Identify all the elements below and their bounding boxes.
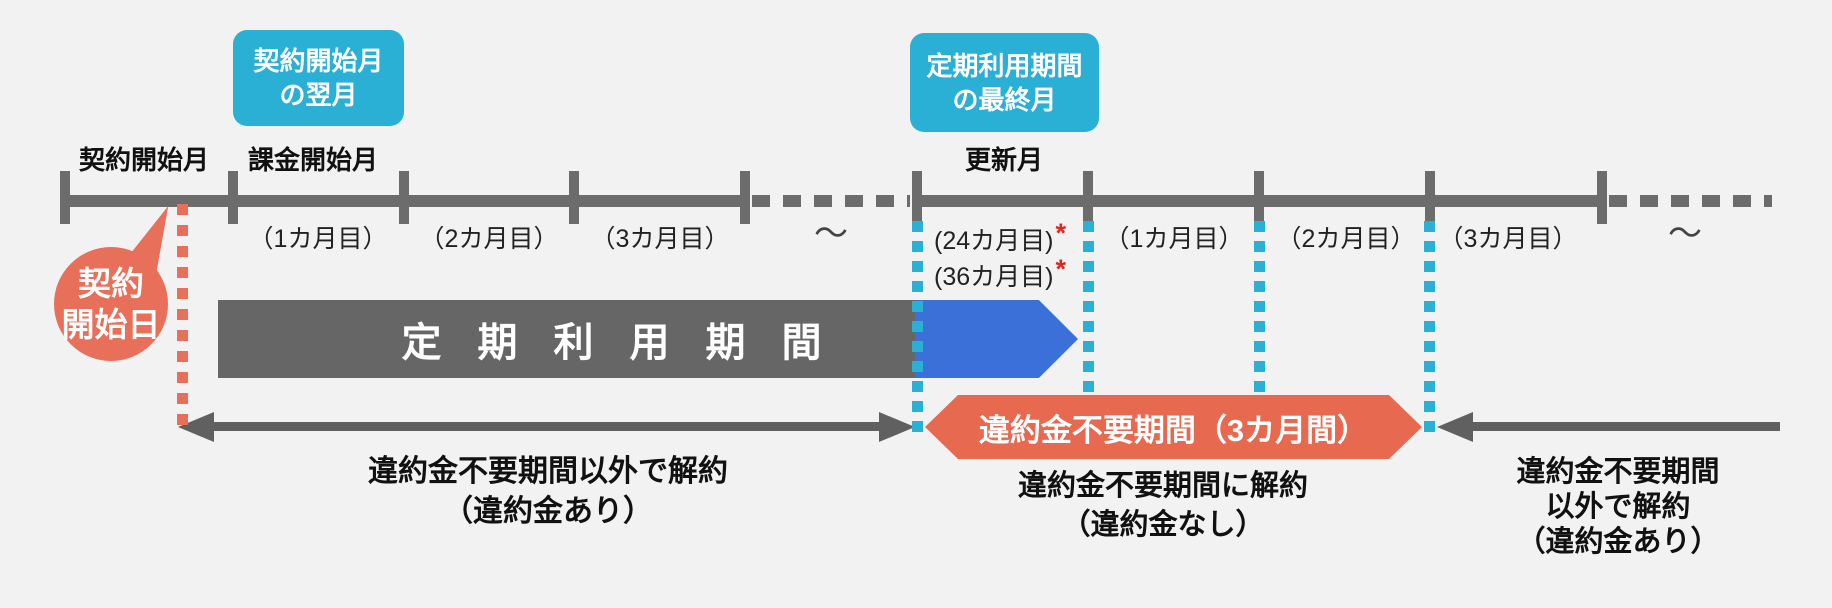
note-right-line3: （違約金あり） bbox=[1516, 526, 1720, 558]
timeline-tick bbox=[1597, 171, 1607, 224]
callout-billing-line1: 契約開始月 bbox=[253, 46, 384, 76]
bubble-line2: 開始日 bbox=[61, 306, 161, 343]
period-continuation-arrow bbox=[915, 300, 1078, 378]
month-label-1a: （1カ月目） bbox=[248, 225, 388, 253]
month-label-1b: （1カ月目） bbox=[1104, 225, 1244, 253]
callout-billing-start-month: 契約開始月 の翌月 bbox=[233, 30, 404, 126]
tilde-ellipsis-2: ～ bbox=[1668, 215, 1702, 253]
month-label-2b: （2カ月目） bbox=[1276, 225, 1416, 253]
note-right-line1: 違約金不要期間 bbox=[1516, 456, 1720, 488]
timeline-segment-dashed-2 bbox=[1609, 195, 1772, 207]
note-right-line2: 以外で解約 bbox=[1545, 491, 1691, 523]
timeline-tick bbox=[1254, 171, 1264, 224]
month-36-text: (36カ月目) bbox=[934, 263, 1054, 291]
timeline-tick bbox=[228, 171, 238, 224]
callout-final-line1: 定期利用期間 bbox=[926, 50, 1083, 81]
right-arrow-line bbox=[1467, 422, 1780, 431]
double-arrow-line bbox=[206, 422, 881, 431]
month-label-36: (36カ月目)* bbox=[934, 254, 1066, 293]
month-label-3a: （3カ月目） bbox=[590, 225, 730, 253]
label-billing-start-month: 課金開始月 bbox=[247, 145, 379, 175]
note-left-line2: （違約金あり） bbox=[443, 495, 653, 528]
note-cancel-outside-left: 違約金不要期間以外で解約 （違約金あり） bbox=[368, 452, 728, 532]
bubble-line1: 契約 bbox=[78, 265, 144, 302]
penalty-free-period-banner: 違約金不要期間（3カ月間） bbox=[925, 395, 1422, 459]
note-cancel-outside-right: 違約金不要期間 以外で解約 （違約金あり） bbox=[1516, 455, 1719, 560]
timeline-tick bbox=[1083, 171, 1093, 224]
note-middle-line2: （違約金なし） bbox=[1061, 509, 1265, 541]
callout-final-month: 定期利用期間 の最終月 bbox=[910, 33, 1099, 132]
timeline-tick bbox=[740, 171, 750, 224]
timeline-segment-dashed-1 bbox=[752, 195, 910, 207]
timeline-tick bbox=[912, 171, 922, 224]
timeline-tick bbox=[1425, 171, 1435, 224]
contract-start-date-bubble: 契約 開始日 bbox=[54, 247, 168, 361]
label-contract-start-month: 契約開始月 bbox=[78, 145, 210, 175]
timeline-tick bbox=[60, 171, 70, 224]
note-cancel-inside: 違約金不要期間に解約 （違約金なし） bbox=[1018, 467, 1308, 545]
month-label-3b: （3カ月目） bbox=[1438, 225, 1578, 253]
note-middle-line1: 違約金不要期間に解約 bbox=[1017, 470, 1309, 502]
renewal-period-dotted-line bbox=[1083, 221, 1094, 438]
double-arrow-right-head bbox=[879, 412, 915, 442]
month-24-text: (24カ月目) bbox=[934, 227, 1054, 255]
tilde-ellipsis-1: ～ bbox=[814, 215, 848, 253]
month-label-24: (24カ月目)* bbox=[934, 218, 1066, 257]
label-renewal-month: 更新月 bbox=[964, 145, 1044, 175]
renewal-period-dotted-line bbox=[1254, 221, 1265, 438]
renewal-period-dotted-line bbox=[912, 221, 923, 438]
callout-billing-line2: の翌月 bbox=[279, 80, 358, 110]
fixed-term-period-bar: 定期利用期間 bbox=[218, 300, 915, 378]
note-left-line1: 違約金不要期間以外で解約 bbox=[368, 455, 728, 488]
timeline-tick bbox=[399, 171, 409, 224]
renewal-period-dotted-line bbox=[1424, 221, 1435, 438]
asterisk-36: * bbox=[1055, 254, 1066, 284]
asterisk-24: * bbox=[1055, 218, 1066, 248]
callout-final-line2: の最終月 bbox=[952, 84, 1057, 115]
month-label-2a: （2カ月目） bbox=[419, 225, 559, 253]
contract-start-dotted-line bbox=[177, 204, 188, 433]
timeline-tick bbox=[569, 171, 579, 224]
